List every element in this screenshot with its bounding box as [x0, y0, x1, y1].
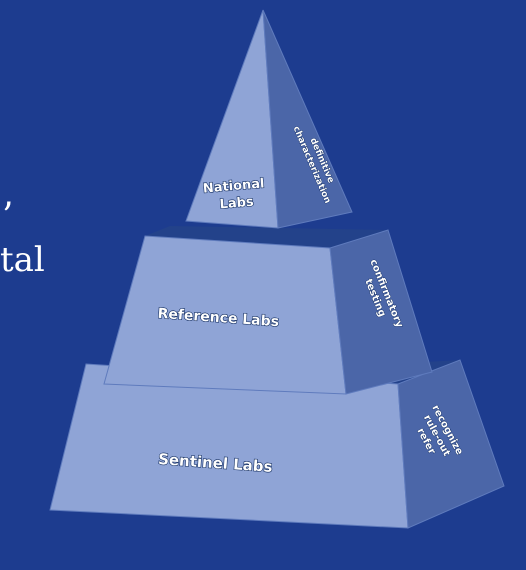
tier-national: National Labs definitive characterizatio…	[185, 9, 353, 229]
tier-reference: Reference Labs confirmatory testing	[103, 226, 433, 395]
background-text-line-2: tal	[0, 240, 45, 280]
national-front-face	[185, 9, 279, 229]
national-labs-label-line-1: National	[202, 176, 265, 196]
tier-sentinel: Sentinel Labs recognize rule-out refer	[49, 359, 505, 529]
national-labs-label-line-2: Labs	[219, 195, 255, 213]
reference-top-face	[145, 226, 388, 248]
reference-side-face	[329, 229, 433, 395]
background-text-line-1: ’	[2, 196, 13, 237]
background-text: ’ tal	[0, 196, 45, 280]
national-side-face	[262, 9, 353, 229]
sentinel-side-face	[397, 359, 505, 529]
